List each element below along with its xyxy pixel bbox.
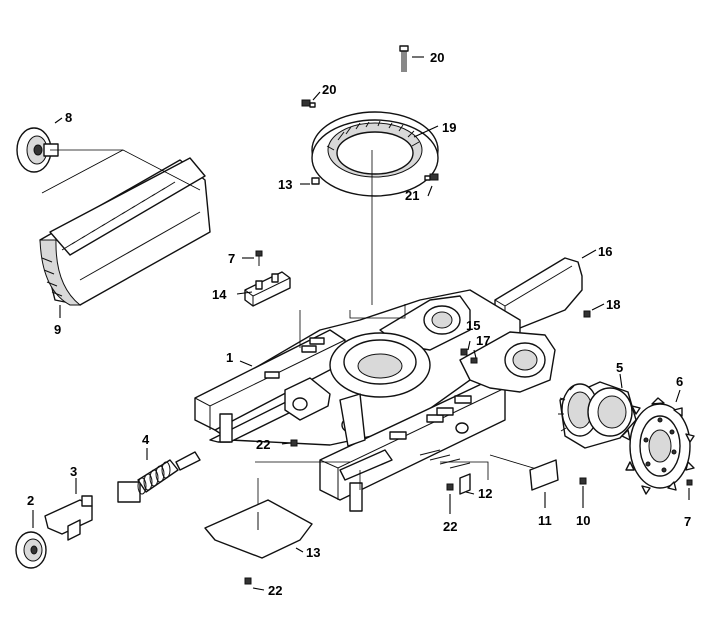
part-17-fitting <box>470 357 478 364</box>
callout-21: 12 <box>478 486 492 501</box>
part-5-travel-motor <box>558 381 637 449</box>
part-11-bolt <box>399 45 409 72</box>
part-19-plate <box>529 459 559 491</box>
part-22-screw-bottom <box>244 577 252 585</box>
callout-19: 11 <box>538 513 552 528</box>
callout-22-left: 22 <box>256 437 270 452</box>
callout-20-upper: 18 <box>606 297 620 312</box>
part-3-yoke <box>44 495 93 541</box>
callout-22-bottom: 22 <box>268 583 282 598</box>
part-4-recoil-spring <box>117 451 201 503</box>
part-10-slewing-ring <box>311 111 439 305</box>
callout-7-upper: 7 <box>228 251 235 266</box>
part-7-screw-upper <box>255 250 263 266</box>
part-20-screw-lower <box>579 477 587 485</box>
part-6-sprocket <box>621 397 695 495</box>
part-22-screw-mid <box>446 483 454 491</box>
callout-13-bottom: 21 <box>405 188 419 203</box>
part-12-screw <box>311 177 320 185</box>
callout-3: 3 <box>70 464 77 479</box>
callout-9: 9 <box>54 322 61 337</box>
part-13-fitting-bottom <box>424 173 439 181</box>
part-7-screw-lower <box>686 479 693 486</box>
callout-7-lower: 7 <box>684 514 691 529</box>
part-20-screw-upper <box>583 310 591 318</box>
part-21-bracket <box>459 473 471 495</box>
part-22-screw-left <box>290 439 298 447</box>
callout-22-mid: 22 <box>443 519 457 534</box>
callout-6: 6 <box>676 374 683 389</box>
part-13-fitting-top <box>301 99 316 108</box>
part-9-track <box>39 149 211 306</box>
callout-15: 13 <box>306 545 320 560</box>
callout-1: 1 <box>226 350 233 365</box>
callout-16: 15 <box>466 318 480 333</box>
part-8-idler <box>16 127 59 173</box>
part-14-block <box>244 271 291 307</box>
callout-10: 19 <box>442 120 456 135</box>
callout-12: 13 <box>278 177 292 192</box>
callout-20-lower: 10 <box>576 513 590 528</box>
callout-labels: 20 19 20 13 21 8 9 7 14 16 18 1 15 17 5 … <box>27 50 691 598</box>
callout-14: 14 <box>212 287 227 302</box>
callout-13-top: 20 <box>322 82 336 97</box>
callout-11: 20 <box>430 50 444 65</box>
part-16-fitting <box>460 348 468 356</box>
callout-8: 8 <box>65 110 72 125</box>
callout-4: 4 <box>142 432 150 447</box>
part-2-front-idler <box>15 531 47 569</box>
callout-18: 16 <box>598 244 612 259</box>
callout-5: 5 <box>616 360 623 375</box>
callout-17: 17 <box>476 333 490 348</box>
callout-2: 2 <box>27 493 34 508</box>
part-15-plate <box>204 499 313 559</box>
callout-leaders <box>32 56 690 591</box>
part-1-frame <box>194 289 556 512</box>
